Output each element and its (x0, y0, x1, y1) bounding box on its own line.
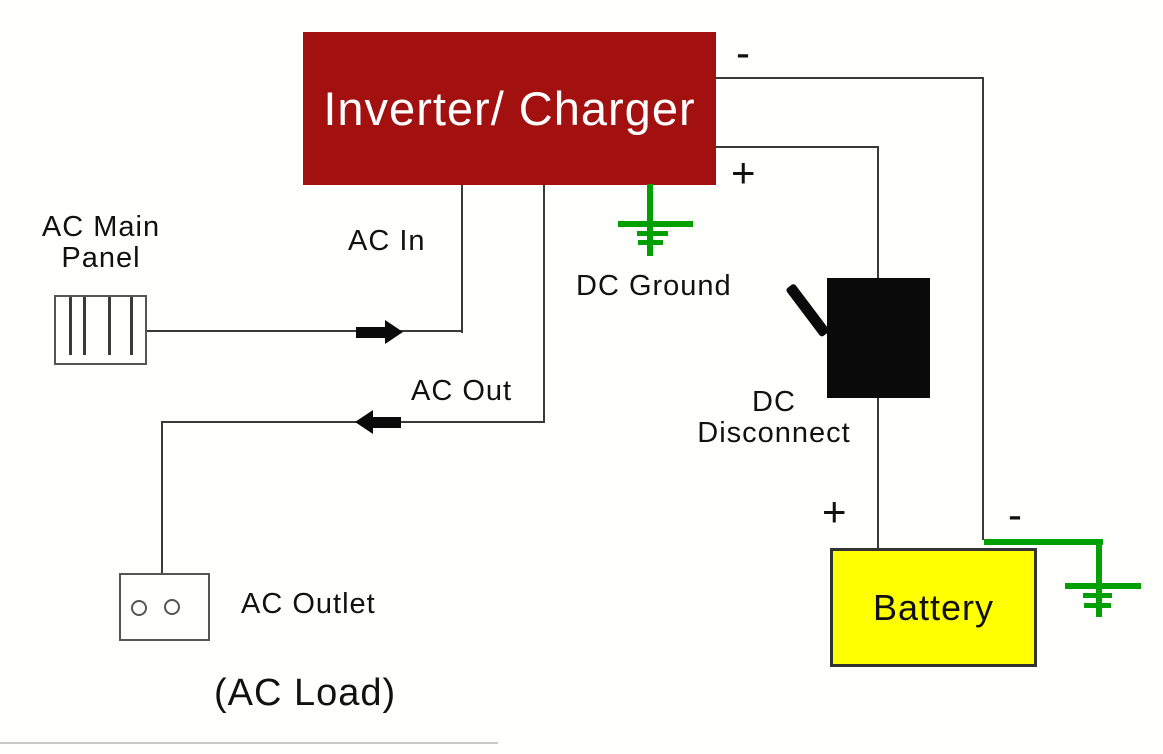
battery-negative-terminal-label: - (1008, 491, 1022, 538)
battery-positive-terminal-label: + (822, 488, 847, 535)
ac-main-panel-label: AC Main Panel (30, 211, 172, 275)
ac-load-label: (AC Load) (214, 672, 397, 714)
inverter-charger-box: Inverter/ Charger (303, 32, 716, 185)
breaker-slot (108, 297, 111, 355)
ac-in-label: AC In (348, 225, 426, 257)
dc-disconnect-label-line1: DC (752, 386, 796, 418)
inverter-positive-terminal-label: + (731, 149, 756, 196)
dc-ground-label: DC Ground (576, 270, 732, 302)
wire-ac-in-horizontal (146, 330, 463, 332)
ground-bar-long (618, 221, 693, 227)
arrow-head (355, 410, 373, 434)
ac-in-flow-arrow-icon (356, 320, 403, 344)
dc-disconnect-label-line2: Disconnect (697, 417, 851, 450)
page-bottom-divider (0, 742, 498, 744)
ac-out-flow-arrow-icon (355, 410, 402, 434)
wire-dc-negative-vertical (982, 77, 984, 540)
battery-box: Battery (830, 548, 1037, 667)
ac-main-panel-label-line2: Panel (61, 242, 141, 275)
wire-dc-positive-upper-vertical (877, 146, 879, 280)
ac-outlet-label: AC Outlet (241, 588, 376, 620)
breaker-slot (69, 297, 72, 355)
arrow-shaft (371, 417, 401, 428)
ac-outlet-symbol-icon (119, 573, 210, 641)
battery-label: Battery (872, 586, 995, 628)
dc-disconnect-lever-icon (785, 283, 831, 338)
ground-bar-short (638, 240, 663, 245)
arrow-head (385, 320, 403, 344)
ac-main-panel-label-line1: AC Main (41, 211, 161, 243)
breaker-slot (83, 297, 86, 355)
ground-bar-long (1065, 583, 1141, 589)
ground-bar-medium (637, 231, 668, 236)
ground-stem (647, 184, 653, 256)
ground-bar-short (1084, 603, 1111, 608)
inverter-charger-label: Inverter/ Charger (323, 82, 696, 135)
ground-feed (984, 539, 1103, 545)
ac-main-panel-symbol-icon (54, 295, 147, 365)
dc-ground-symbol-icon (618, 184, 693, 256)
inverter-negative-terminal-label: - (736, 29, 750, 76)
outlet-hole-right (164, 599, 180, 615)
ground-bar-medium (1083, 593, 1112, 598)
outlet-hole-left (131, 600, 147, 616)
battery-ground-symbol-icon (984, 539, 1141, 617)
wire-dc-positive-horizontal (715, 146, 879, 148)
dc-disconnect-switch (827, 278, 930, 398)
arrow-shaft (356, 327, 386, 338)
wire-dc-positive-lower-vertical (877, 396, 879, 548)
wire-dc-negative-horizontal (715, 77, 984, 79)
ground-stem (1096, 539, 1102, 617)
ac-out-label: AC Out (411, 375, 513, 407)
wire-ac-out-vertical (543, 184, 545, 423)
wire-ac-out-horizontal (161, 421, 545, 423)
wire-ac-in-vertical (461, 184, 463, 333)
breaker-slot (130, 297, 133, 355)
dc-disconnect-label: DC Disconnect (688, 386, 860, 450)
wire-ac-load-vertical (161, 421, 163, 573)
